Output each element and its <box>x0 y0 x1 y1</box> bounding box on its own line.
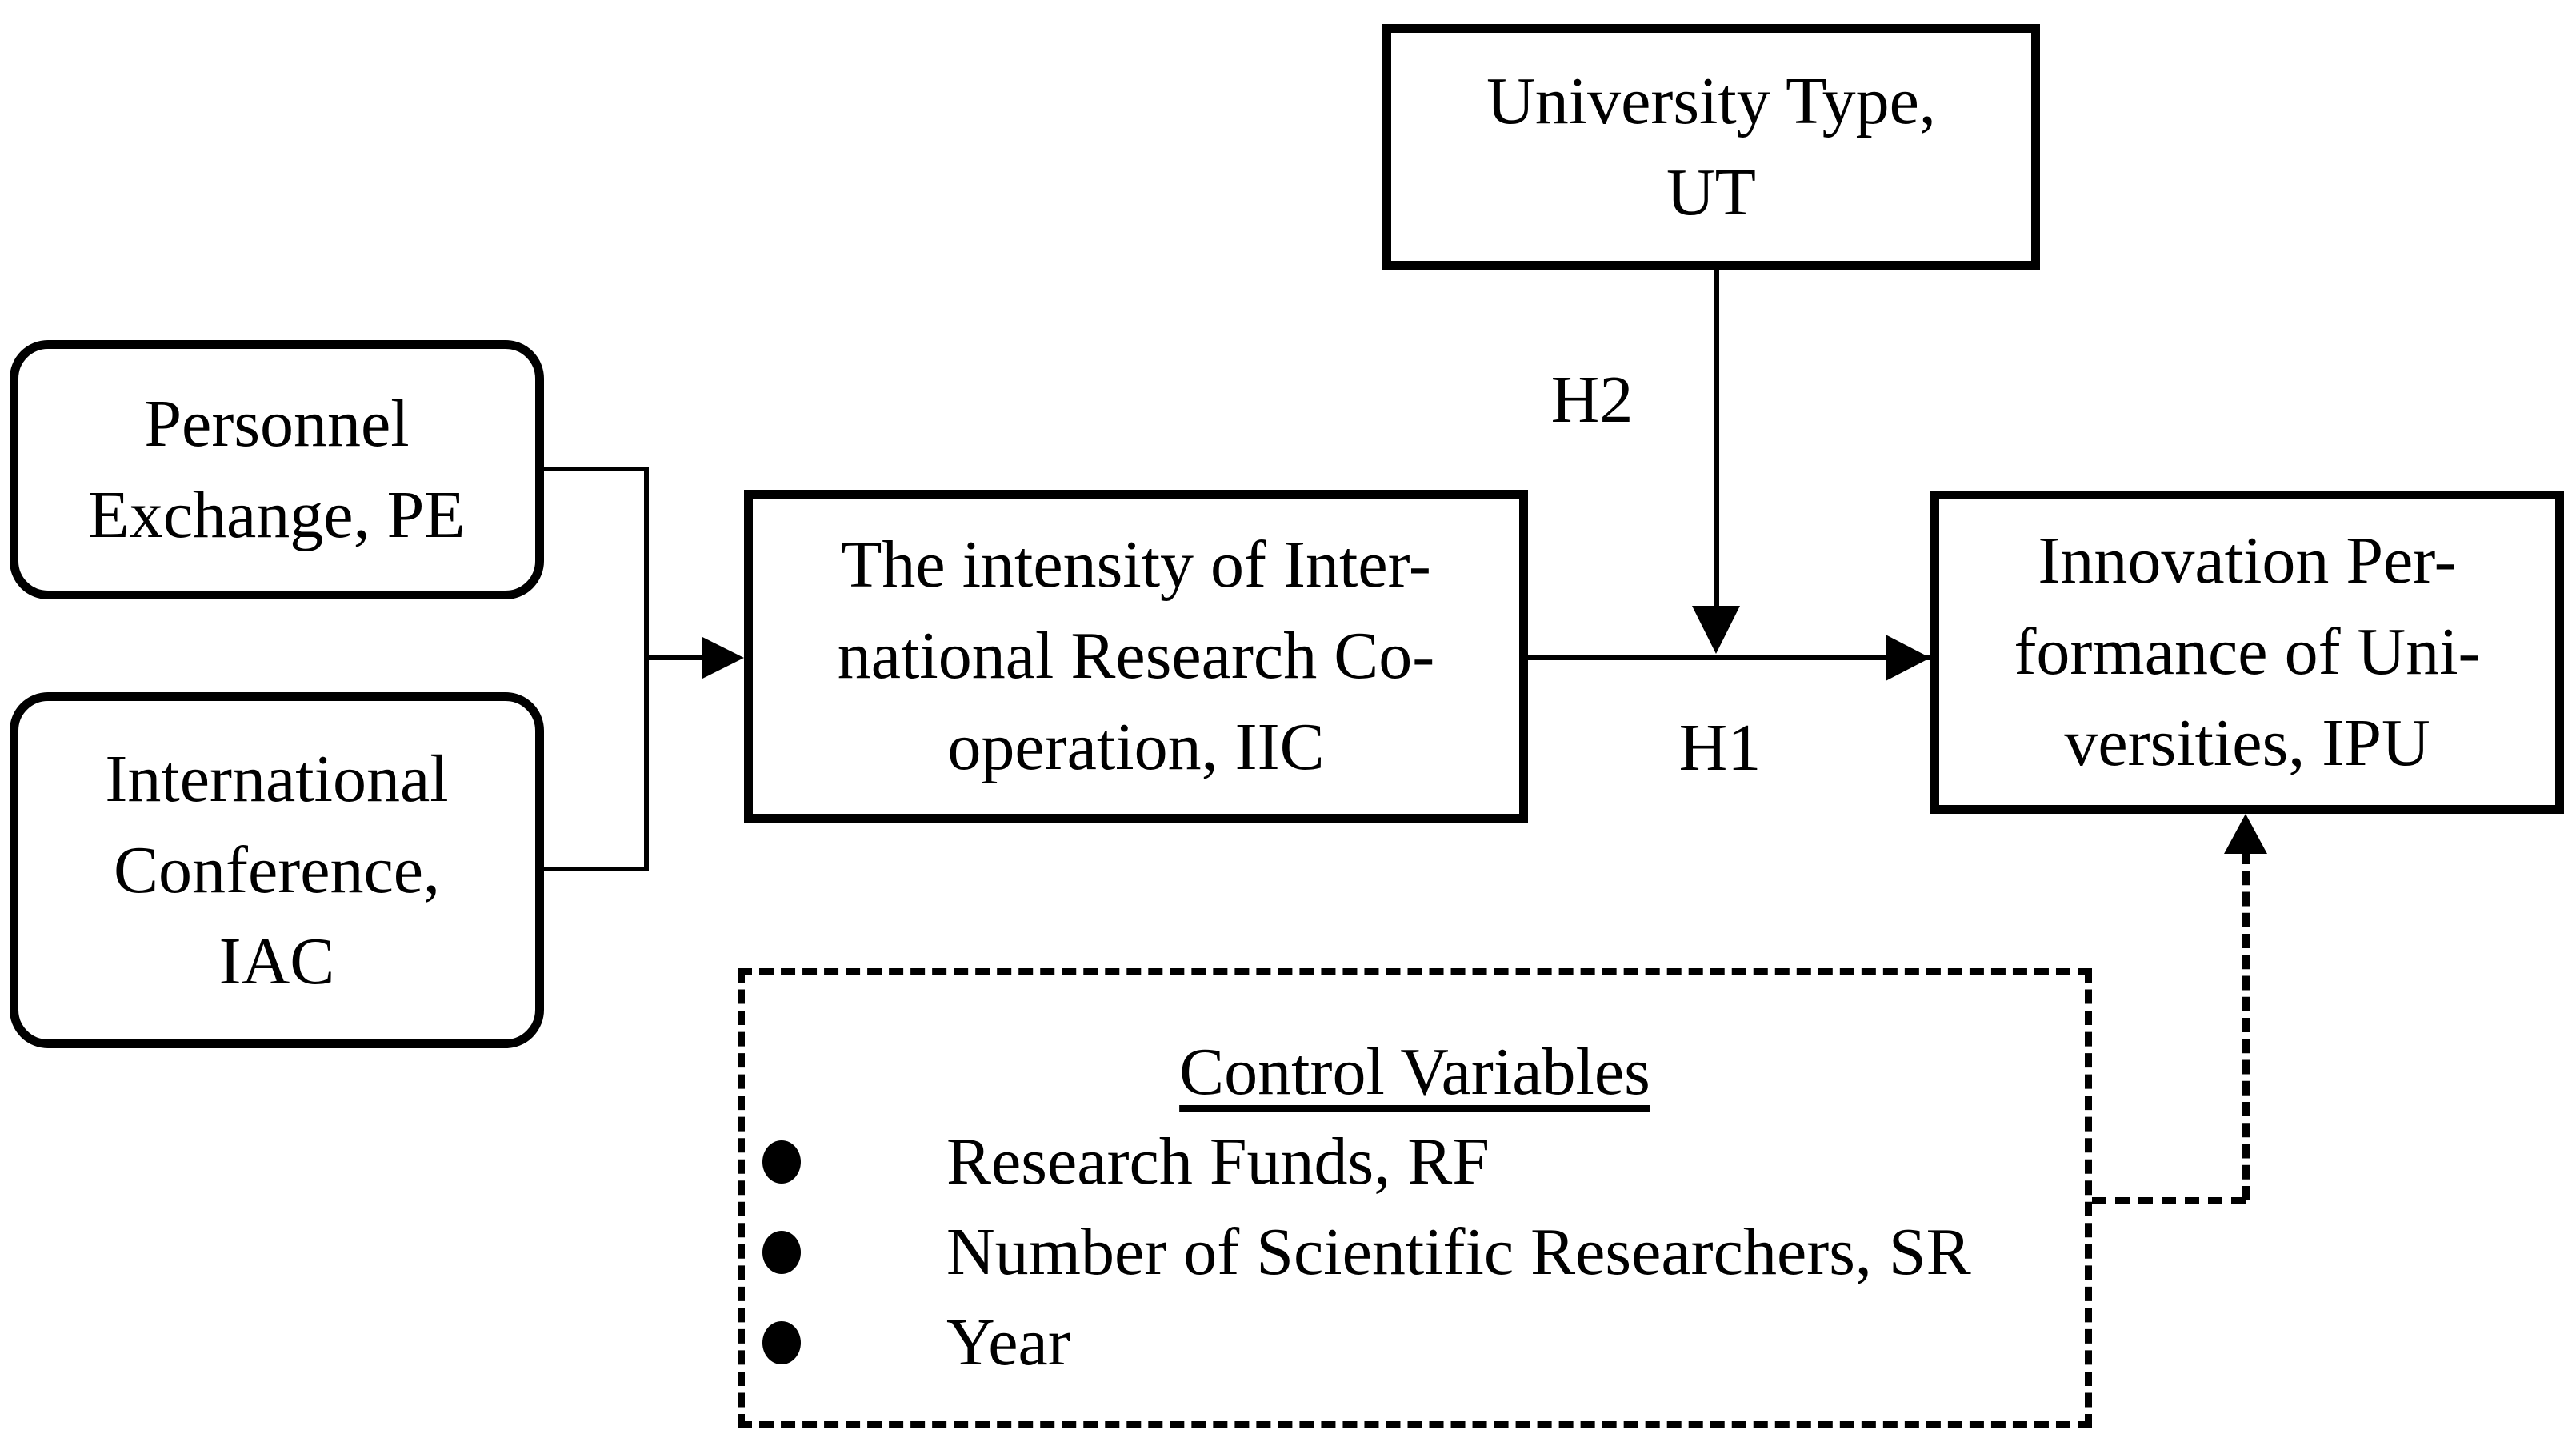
iic-label: The intensity of Inter- national Researc… <box>837 527 1435 784</box>
h1-arrowhead-icon <box>1886 635 1930 681</box>
iic-box: The intensity of Inter- national Researc… <box>744 490 1528 823</box>
h2-arrow-line <box>1714 270 1719 606</box>
bracket-arrow-line <box>644 655 708 660</box>
h2-hypothesis-label: H2 <box>1550 363 1634 437</box>
international-conference-box: International Conference, IAC <box>10 692 544 1048</box>
control-item-sr: Number of Scientific Researchers, SR <box>946 1215 1971 1289</box>
h2-arrowhead-icon <box>1692 606 1740 654</box>
innovation-performance-label: Innovation Per- formance of Uni- versiti… <box>2014 523 2481 780</box>
control-dashed-line-horizontal <box>2092 1197 2246 1204</box>
pe-connector-line <box>544 467 648 471</box>
international-conference-label: International Conference, IAC <box>105 741 449 999</box>
list-item: Year <box>745 1297 2085 1388</box>
iac-connector-line <box>544 867 648 871</box>
personnel-exchange-label: Personnel Exchange, PE <box>88 387 466 552</box>
bullet-icon <box>762 1140 801 1184</box>
bracket-vertical-line <box>644 467 649 871</box>
list-item: Number of Scientific Researchers, SR <box>745 1207 2085 1297</box>
bracket-arrowhead-icon <box>702 637 744 679</box>
bullet-icon <box>762 1230 801 1274</box>
bullet-icon <box>762 1320 801 1364</box>
h1-arrow-line <box>1528 655 1930 660</box>
control-variables-box: Control Variables Research Funds, RF Num… <box>738 968 2092 1428</box>
list-item: Research Funds, RF <box>745 1116 2085 1207</box>
control-item-year: Year <box>946 1305 1070 1380</box>
innovation-performance-box: Innovation Per- formance of Uni- versiti… <box>1930 491 2564 814</box>
control-variables-title: Control Variables <box>1179 1035 1650 1109</box>
control-item-rf: Research Funds, RF <box>946 1124 1490 1199</box>
university-type-label: University Type, UT <box>1486 63 1936 230</box>
personnel-exchange-box: Personnel Exchange, PE <box>10 340 544 599</box>
control-dashed-line-vertical <box>2242 850 2250 1200</box>
university-type-box: University Type, UT <box>1382 24 2040 270</box>
control-arrowhead-icon <box>2224 814 2267 854</box>
h1-hypothesis-label: H1 <box>1678 711 1762 785</box>
